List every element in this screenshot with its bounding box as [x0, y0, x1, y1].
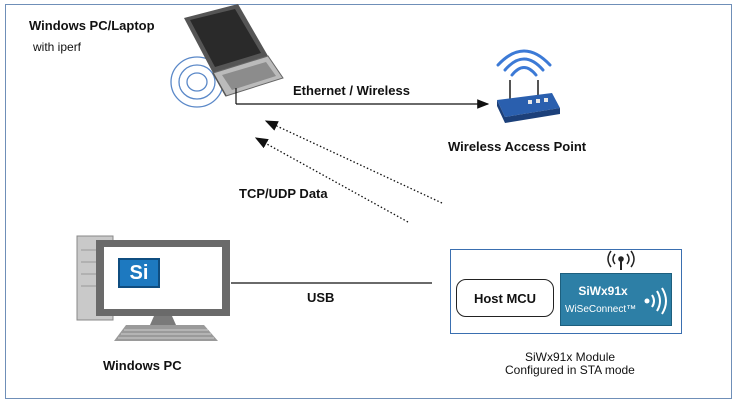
module-label-line1: SiWx91x Module	[525, 350, 616, 364]
siwx91x-module-box	[450, 249, 682, 334]
antenna-icon	[607, 250, 635, 270]
desktop-pc-icon	[76, 235, 230, 341]
diagram-frame	[5, 4, 732, 399]
access-point-label: Wireless Access Point	[448, 139, 587, 154]
si-logo: Si	[118, 258, 160, 288]
host-mcu-label: Host MCU	[473, 290, 537, 306]
usb-label: USB	[307, 290, 335, 305]
wiseconnect-brand: WiSeConnect™	[565, 304, 637, 315]
laptop-subtitle: with iperf	[33, 40, 82, 54]
laptop-icon	[170, 4, 284, 108]
host-mcu-box: Host MCU	[456, 279, 554, 317]
siwx91x-chip: SiWx91x WiSeConnect™	[560, 273, 672, 326]
laptop-title: Windows PC/Laptop	[29, 18, 155, 33]
wireless-waves-icon	[644, 287, 667, 315]
module-label-line2: Configured in STA mode	[505, 363, 635, 377]
ethernet-link	[235, 88, 490, 109]
ethernet-label: Ethernet / Wireless	[293, 83, 410, 98]
tcp-udp-data-arrows	[254, 120, 443, 223]
windows-pc-label: Windows PC	[103, 358, 182, 373]
tcp-udp-label: TCP/UDP Data	[239, 186, 328, 201]
siwx91x-chip-title: SiWx91x	[578, 284, 628, 298]
router-icon	[496, 49, 560, 123]
